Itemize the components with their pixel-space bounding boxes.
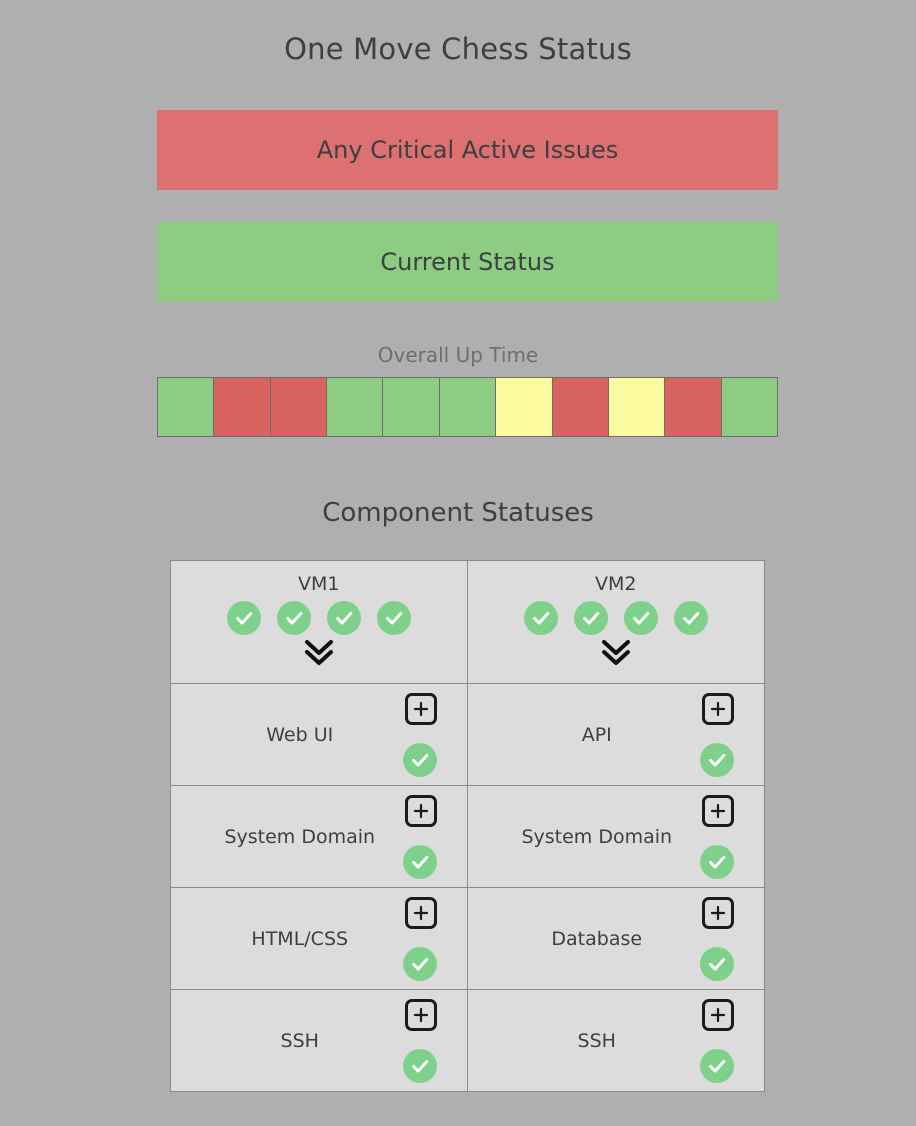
current-status-banner[interactable]: Current Status	[157, 222, 778, 302]
uptime-segment[interactable]	[213, 377, 271, 437]
component-cell: API	[467, 684, 764, 785]
uptime-segment[interactable]	[495, 377, 553, 437]
vm-cell-vm2: VM2	[467, 561, 764, 683]
vm-name-label: VM1	[298, 573, 340, 595]
current-status-label: Current Status	[380, 248, 555, 276]
uptime-bar[interactable]	[157, 377, 778, 437]
uptime-segment[interactable]	[551, 377, 609, 437]
component-status-icon	[402, 742, 437, 777]
component-name-label: HTML/CSS	[251, 927, 349, 950]
component-name-label: Web UI	[266, 723, 334, 746]
uptime-segment[interactable]	[438, 377, 497, 437]
uptime-segment[interactable]	[607, 377, 666, 437]
critical-issues-label: Any Critical Active Issues	[316, 136, 619, 164]
component-row: HTML/CSS Database	[171, 888, 764, 990]
vm-name-label: VM2	[595, 573, 637, 595]
expand-plus-button[interactable]	[404, 795, 437, 828]
component-cell: System Domain	[467, 786, 764, 887]
uptime-segment[interactable]	[382, 377, 440, 437]
component-status-icon	[402, 1048, 437, 1083]
uptime-segment[interactable]	[269, 377, 328, 437]
vm-header-row: VM1 VM2	[171, 561, 764, 684]
component-status-icon	[700, 946, 734, 981]
uptime-segment[interactable]	[326, 377, 384, 437]
component-name-label: Database	[551, 927, 643, 950]
component-cell: System Domain	[171, 786, 468, 887]
component-name-label: SSH	[280, 1029, 319, 1052]
component-cell: SSH	[467, 990, 764, 1091]
component-cell: HTML/CSS	[171, 888, 468, 989]
component-name-label: System Domain	[521, 825, 673, 848]
check-circle-icon	[226, 601, 261, 635]
expand-plus-button[interactable]	[702, 897, 734, 930]
component-cell: SSH	[171, 990, 468, 1091]
check-circle-icon	[673, 601, 708, 635]
expand-plus-button[interactable]	[404, 897, 437, 930]
component-name-label: System Domain	[224, 825, 376, 848]
component-cell: Web UI	[171, 684, 468, 785]
chevron-double-down-icon[interactable]	[599, 637, 633, 667]
component-status-icon	[700, 844, 734, 879]
critical-issues-banner[interactable]: Any Critical Active Issues	[157, 110, 778, 190]
expand-plus-button[interactable]	[702, 999, 734, 1032]
component-name-label: SSH	[577, 1029, 616, 1052]
component-name-label: API	[581, 723, 612, 746]
component-row: SSH SSH	[171, 990, 764, 1091]
expand-plus-button[interactable]	[702, 795, 734, 828]
component-status-icon	[402, 946, 437, 981]
component-statuses-title: Component Statuses	[322, 498, 594, 528]
expand-plus-button[interactable]	[404, 693, 437, 726]
check-circle-icon	[326, 601, 361, 635]
component-row: System Domain System Domain	[171, 786, 764, 888]
uptime-segment[interactable]	[720, 377, 778, 437]
check-circle-icon	[376, 601, 411, 635]
component-status-icon	[402, 844, 437, 879]
chevron-double-down-icon[interactable]	[302, 637, 336, 667]
vm-check-row	[226, 601, 411, 635]
vm-cell-vm1: VM1	[171, 561, 468, 683]
component-status-icon	[700, 742, 734, 777]
check-circle-icon	[623, 601, 658, 635]
check-circle-icon	[523, 601, 558, 635]
component-row: Web UI API	[171, 684, 764, 786]
check-circle-icon	[573, 601, 608, 635]
expand-plus-button[interactable]	[702, 693, 734, 726]
component-cell: Database	[467, 888, 764, 989]
uptime-segment[interactable]	[664, 377, 722, 437]
expand-plus-button[interactable]	[404, 999, 437, 1032]
uptime-segment[interactable]	[157, 377, 215, 437]
page-title: One Move Chess Status	[284, 32, 632, 66]
uptime-label: Overall Up Time	[377, 343, 539, 367]
vm-check-row	[523, 601, 708, 635]
component-status-icon	[700, 1048, 734, 1083]
check-circle-icon	[276, 601, 311, 635]
